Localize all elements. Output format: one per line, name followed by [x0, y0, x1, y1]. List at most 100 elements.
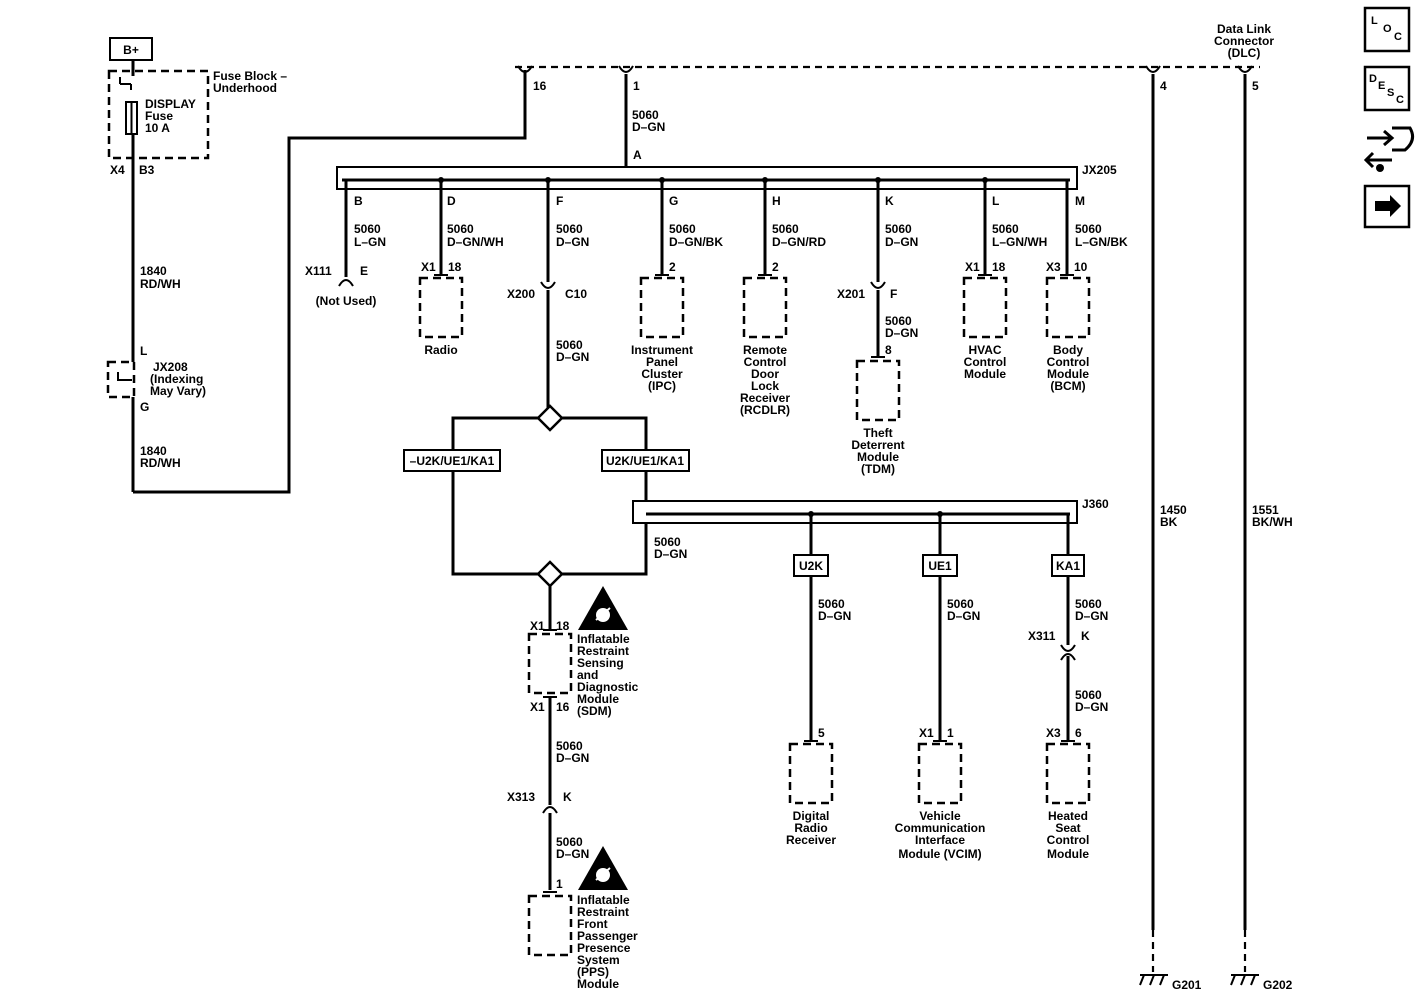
branch-h-color: D–GN/RD	[772, 235, 826, 249]
hvac-module	[962, 276, 1008, 339]
branch-k-pin: K	[885, 194, 894, 208]
ground2-circuit: 1551	[1252, 503, 1279, 517]
radio-module	[418, 276, 464, 339]
pps-label-1: Inflatable	[577, 893, 630, 907]
branch-f-circuit: 5060	[556, 222, 583, 236]
drr-label-1: Digital	[793, 809, 830, 823]
rcdlr-label-5: Receiver	[740, 391, 790, 405]
ipc-pin: 2	[669, 260, 676, 274]
jx205-label: JX205	[1082, 163, 1117, 177]
bcm-conn: X3	[1046, 260, 1061, 274]
heated-module	[1045, 742, 1091, 805]
tdm-pin: 8	[885, 343, 892, 357]
pps-label-8: Module	[577, 977, 619, 991]
ground-icon-g202	[1230, 974, 1259, 986]
pps-label-2: Restraint	[577, 905, 629, 919]
x313-circuit: 5060	[556, 835, 583, 849]
sdm-label-7: (SDM)	[577, 704, 612, 718]
branch-m-circuit: 5060	[1075, 222, 1102, 236]
bcm-pin: 10	[1074, 260, 1088, 274]
heated-circuit2: 5060	[1075, 688, 1102, 702]
pps-module	[527, 894, 573, 957]
tdm-label-2: Deterrent	[851, 438, 904, 452]
dlc-pin-4: 4	[1160, 79, 1167, 93]
heated-label-3: Control	[1047, 833, 1090, 847]
loc-button[interactable]: L O C	[1363, 6, 1411, 53]
x313-color: D–GN	[556, 847, 589, 861]
ground2-label: G202	[1263, 978, 1293, 992]
branch-h-pin: H	[772, 194, 781, 208]
rcdlr-label-4: Lock	[751, 379, 779, 393]
jx208-label-3: May Vary)	[150, 384, 206, 398]
x311-conn: X311	[1028, 629, 1056, 643]
x201-pin: F	[890, 287, 897, 301]
x313-conn: X313	[507, 790, 535, 804]
sdm-label-3: Sensing	[577, 656, 624, 670]
wire-dlc-circuit: 5060	[632, 108, 659, 122]
x111-conn: X111	[305, 264, 332, 278]
ipc-label-1: Instrument	[631, 343, 693, 357]
option-diamond-top	[536, 404, 564, 432]
ground1-label: G201	[1172, 978, 1202, 992]
fuse-conn: X4	[110, 163, 125, 177]
vcim-label-2: Communication	[895, 821, 986, 835]
rcdlr-label-1: Remote	[743, 343, 787, 357]
loc-l: L	[1371, 15, 1378, 27]
branch-d-pin: D	[447, 194, 456, 208]
branch-b-color: L–GN	[354, 235, 386, 249]
vcim-label-4: Module (VCIM)	[898, 847, 981, 861]
ipc-label-2: Panel	[646, 355, 678, 369]
option-right-box	[601, 449, 690, 472]
x200-color: D–GN	[556, 350, 589, 364]
vcim-label-1: Vehicle	[919, 809, 961, 823]
jx208-pin-bottom: G	[140, 400, 149, 414]
rcdlr-pin: 2	[772, 260, 779, 274]
heated-label-1: Heated	[1048, 809, 1088, 823]
dlc-pin-5: 5	[1252, 79, 1259, 93]
desc-c: C	[1396, 94, 1404, 106]
bcm-label-1: Body	[1053, 343, 1083, 357]
j360-label: J360	[1082, 497, 1109, 511]
pps-label-4: Passenger	[577, 929, 638, 943]
sdm-conn-bottom: X1	[530, 700, 545, 714]
tdm-module	[855, 359, 901, 422]
vcim-conn: X1	[919, 726, 934, 740]
desc-button[interactable]: D E S C	[1363, 65, 1411, 112]
dlc-label-2: Connector	[1214, 34, 1274, 48]
connector-end-view-icon[interactable]	[1363, 126, 1415, 172]
vcim-label-3: Interface	[915, 833, 965, 847]
heated-circuit: 5060	[1075, 597, 1102, 611]
ipc-label-4: (IPC)	[648, 379, 676, 393]
option-tag-ka1-label: KA1	[1056, 559, 1080, 573]
ground1-color: BK	[1160, 515, 1178, 529]
desc-s: S	[1387, 87, 1394, 99]
next-arrow-button[interactable]	[1363, 184, 1411, 229]
x111-pin: E	[360, 264, 368, 278]
sdm-label-6: Module	[577, 692, 619, 706]
bcm-label-2: Control	[1047, 355, 1090, 369]
dlc-label-3: (DLC)	[1228, 46, 1261, 60]
wire-power2-color: RD/WH	[140, 456, 181, 470]
fuse-switch	[119, 77, 132, 90]
branch-f-color: D–GN	[556, 235, 589, 249]
jx208-label-2: (Indexing	[150, 372, 203, 386]
branch-l-circuit: 5060	[992, 222, 1019, 236]
wire-power-color: RD/WH	[140, 277, 181, 291]
x201-connector	[870, 281, 886, 289]
tdm-label-1: Theft	[863, 426, 892, 440]
x200-connector	[540, 281, 556, 289]
jx205-pin-in: A	[633, 148, 642, 162]
rcdlr-label-2: Control	[744, 355, 787, 369]
radio-label: Radio	[424, 343, 457, 357]
wire-power-circuit: 1840	[140, 264, 167, 278]
x111-connector	[338, 279, 354, 287]
dlc-label-1: Data Link	[1217, 22, 1271, 36]
wire-sdm-color: D–GN	[556, 751, 589, 765]
branch-d-circuit: 5060	[447, 222, 474, 236]
heated-color: D–GN	[1075, 609, 1108, 623]
sdm-conn-top: X1	[530, 619, 545, 633]
heated-label-4: Module	[1047, 847, 1089, 861]
airbag-warning-icon-2	[578, 846, 628, 890]
loc-c: C	[1394, 31, 1402, 43]
sdm-module	[527, 632, 573, 695]
